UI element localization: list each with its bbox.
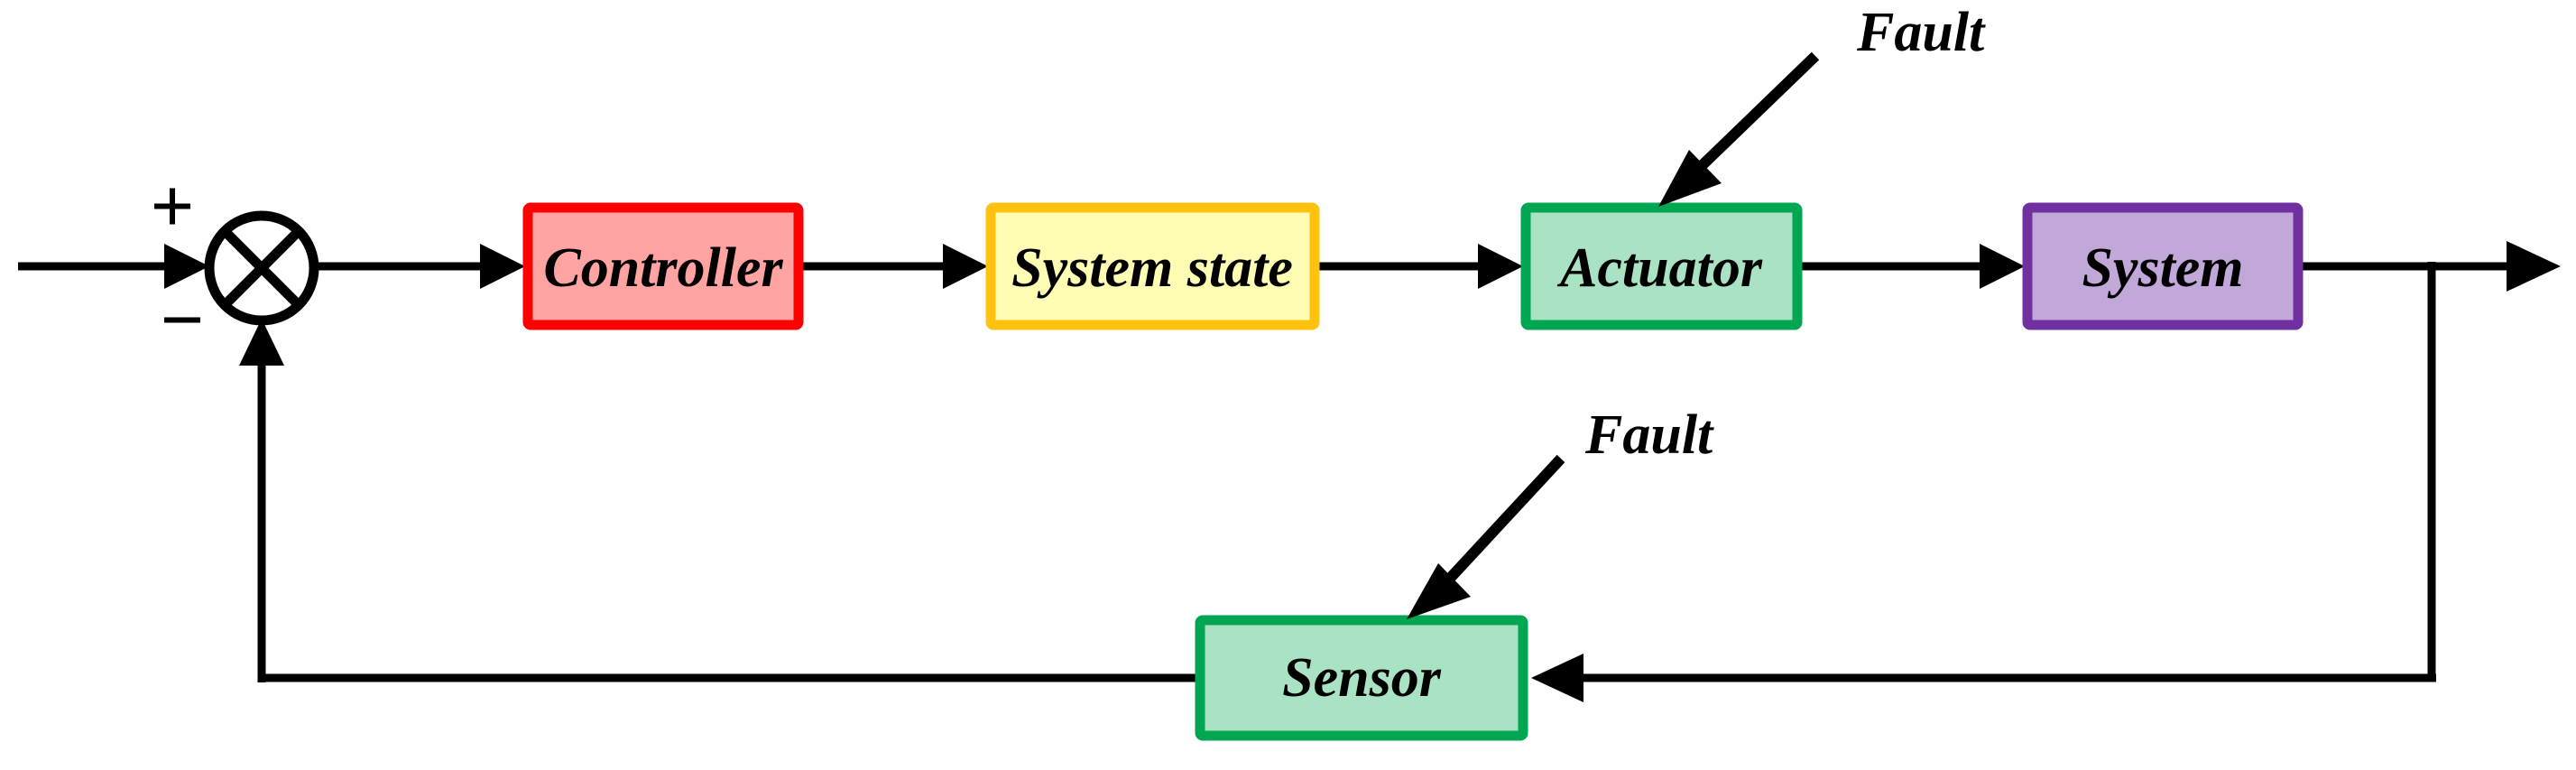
block-controller[interactable]: Controller [522, 202, 804, 330]
arrowhead-actuator-to-system [1980, 244, 2025, 289]
fault-sensor-arrow-shaft [1430, 454, 1565, 599]
fault-sensor-label: Fault [1584, 404, 1714, 466]
block-system-rect [2022, 202, 2304, 330]
signal-path-state-to-actuator [1317, 244, 1523, 289]
arrowhead-error-to-controller [480, 244, 525, 289]
signal-path-error-to-controller [314, 244, 525, 289]
block-system-state[interactable]: System state [985, 202, 1320, 330]
summing-junction-minus-sign: − [160, 276, 204, 363]
signal-path-output-branch-feedback [1531, 262, 2436, 702]
arrowhead-system-output [2507, 241, 2561, 292]
block-sensor-rect [1195, 615, 1528, 741]
signal-path-reference-input [18, 244, 209, 289]
arrowhead-feedback-to-summing [239, 319, 284, 366]
fault-actuator-arrowhead [1658, 150, 1722, 207]
block-actuator-label: Actuator [1556, 237, 1763, 299]
summing-junction[interactable] [204, 210, 319, 326]
block-controller-label: Controller [543, 237, 783, 299]
arrowhead-state-to-actuator [1478, 244, 1523, 289]
block-actuator-rect [1520, 202, 1803, 330]
summing-junction-plus-sign: + [150, 162, 194, 249]
block-system-label: System [2082, 237, 2243, 299]
arrowhead-reference-input [164, 244, 209, 289]
block-sensor[interactable]: Sensor [1195, 615, 1528, 741]
signal-path-actuator-to-system [1800, 244, 2025, 289]
fault-annotation-actuator: Fault [1658, 2, 1986, 207]
arrowhead-feedback-to-sensor [1531, 654, 1583, 702]
fault-actuator-arrow-shaft [1681, 51, 1820, 186]
block-sensor-label: Sensor [1282, 647, 1442, 709]
arrowhead-controller-to-state [943, 244, 988, 289]
fault-actuator-label: Fault [1856, 2, 1986, 63]
signal-path-controller-to-state [801, 244, 988, 289]
summing-junction-x-stroke-2 [221, 227, 302, 309]
block-actuator[interactable]: Actuator [1520, 202, 1803, 330]
block-controller-rect [522, 202, 804, 330]
signal-path-sensor-to-summing [239, 319, 1197, 682]
fault-annotation-sensor: Fault [1407, 404, 1714, 619]
block-system-state-rect [985, 202, 1320, 330]
block-system[interactable]: System [2022, 202, 2304, 330]
signal-path-system-output [2301, 241, 2561, 292]
block-system-state-label: System state [1011, 237, 1293, 299]
fault-sensor-arrowhead [1407, 563, 1471, 619]
